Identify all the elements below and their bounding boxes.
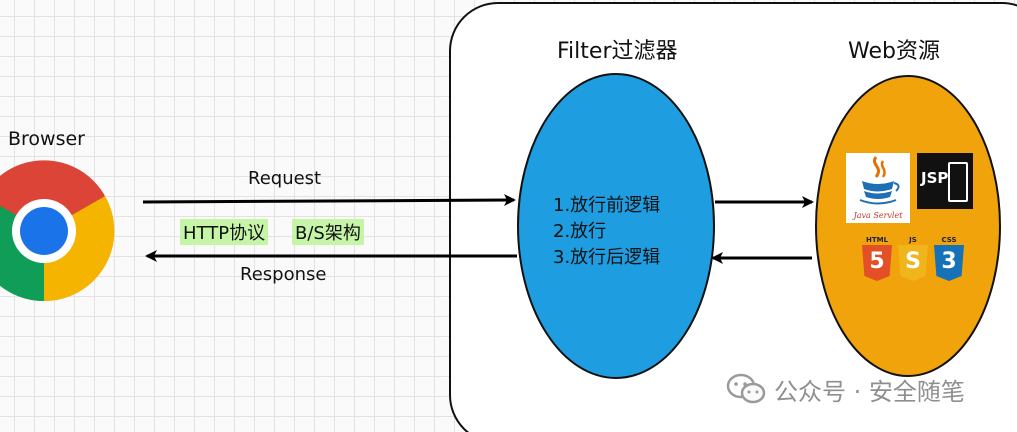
css3-caption: CSS xyxy=(941,236,957,244)
filter-title: Filter过滤器 xyxy=(557,39,678,64)
html5-icon: HTML 5 xyxy=(857,235,897,291)
java-servlet-caption: Java Servlet xyxy=(853,211,903,220)
java-servlet-icon: Java Servlet xyxy=(846,153,910,223)
jsp-label: JSP xyxy=(921,169,949,187)
bs-architecture-tag: B/S架构 xyxy=(292,219,364,245)
http-protocol-tag: HTTP协议 xyxy=(180,219,269,245)
css3-icon: CSS 3 xyxy=(929,235,969,291)
filter-steps: 1.放行前逻辑 2.放行 3.放行后逻辑 xyxy=(553,193,660,271)
filter-ellipse xyxy=(517,73,715,379)
jsp-icon: JSP xyxy=(917,153,973,209)
javascript-icon: JS S xyxy=(893,235,933,291)
html5-caption: HTML xyxy=(865,236,889,244)
chrome-icon xyxy=(0,160,115,302)
web-resource-ellipse xyxy=(815,75,1001,377)
filter-step-after: 3.放行后逻辑 xyxy=(553,247,661,268)
request-label: Request xyxy=(248,168,322,189)
response-label: Response xyxy=(240,264,327,285)
javascript-shield: S xyxy=(898,245,928,281)
filter-step-pass: 2.放行 xyxy=(553,221,607,242)
request-arrow xyxy=(142,194,516,207)
wechat-icon xyxy=(726,373,766,404)
web-resource-title: Web资源 xyxy=(848,39,940,64)
java-cup-icon xyxy=(859,156,900,205)
html5-shield: 5 xyxy=(862,245,892,281)
watermark: 公众号 · 安全随笔 xyxy=(726,372,965,406)
jsp-document-icon xyxy=(948,162,968,202)
filter-step-before: 1.放行前逻辑 xyxy=(553,195,661,216)
browser-label: Browser xyxy=(8,128,85,150)
watermark-text: 公众号 · 安全随笔 xyxy=(774,377,965,406)
css3-shield: 3 xyxy=(934,245,964,281)
javascript-caption: JS xyxy=(909,236,917,244)
